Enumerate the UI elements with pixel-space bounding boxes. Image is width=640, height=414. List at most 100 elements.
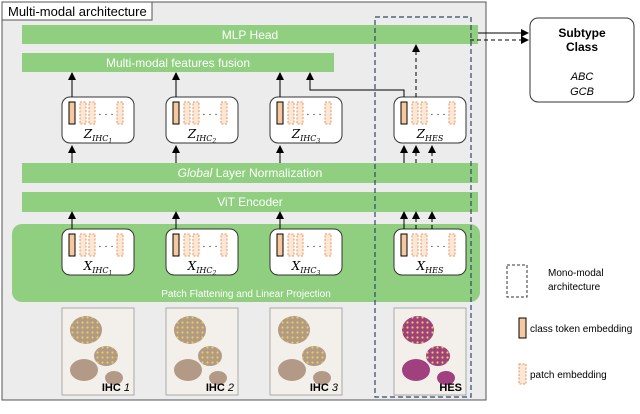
z-label-main: Z bbox=[291, 127, 301, 141]
legend-mono-line2: architecture bbox=[548, 282, 601, 293]
subtype-title-2: Class bbox=[566, 40, 598, 54]
image-label-italic: 3 bbox=[332, 382, 339, 394]
tissue-blob bbox=[278, 359, 306, 381]
patch-token bbox=[324, 101, 332, 125]
x-label-main: X bbox=[187, 259, 197, 273]
z-label-subsub: 2 bbox=[211, 138, 216, 145]
class-token bbox=[276, 233, 284, 257]
x-node-label: XHES bbox=[416, 259, 444, 275]
patch-grid-overlay bbox=[198, 346, 222, 366]
patch-grid-overlay bbox=[94, 346, 118, 366]
z-label-subsub: 1 bbox=[108, 138, 112, 145]
legend-class-token-swatch bbox=[518, 317, 527, 339]
image-label-italic: 2 bbox=[227, 382, 234, 394]
tissue-blob bbox=[174, 359, 202, 381]
class-token bbox=[400, 233, 408, 257]
patch-token bbox=[220, 233, 228, 257]
x-label-subsub: 2 bbox=[211, 270, 216, 277]
class-token bbox=[68, 101, 76, 125]
x-label-sub: IHC bbox=[195, 266, 212, 275]
class-gcb: GCB bbox=[570, 86, 594, 98]
patch-token bbox=[287, 101, 295, 125]
x-layer: · · ·XIHC1· · ·XIHC2· · ·XIHC3· · ·XHES bbox=[61, 228, 467, 277]
mono-modal-region bbox=[374, 16, 472, 398]
tissue-blob bbox=[70, 359, 98, 381]
tissue-blob bbox=[105, 371, 123, 385]
patch-token bbox=[411, 233, 419, 257]
x-node-label: XIHC1 bbox=[83, 259, 113, 277]
patch-token bbox=[183, 101, 191, 125]
class-token bbox=[68, 233, 76, 257]
patch-token bbox=[420, 233, 428, 257]
ellipsis: · · · bbox=[98, 241, 114, 252]
vit-label: ViT Encoder bbox=[217, 195, 283, 209]
z-node-label: ZIHC2 bbox=[187, 127, 217, 145]
x-label-sub: HES bbox=[424, 266, 444, 275]
norm-label-italic: Global bbox=[178, 166, 213, 180]
tissue-image: IHC 2 bbox=[165, 307, 239, 396]
norm-bar bbox=[22, 163, 478, 183]
z-label-sub: HES bbox=[424, 134, 444, 143]
patch-grid-overlay bbox=[174, 316, 206, 344]
image-label: IHC 1 bbox=[102, 382, 130, 394]
patch-token bbox=[411, 101, 419, 125]
ellipsis: · · · bbox=[430, 109, 446, 120]
ellipsis: · · · bbox=[98, 109, 114, 120]
fusion-label: Multi-modal features fusion bbox=[106, 56, 250, 70]
legend-class-token-label: class token embedding bbox=[530, 324, 632, 335]
patch-token bbox=[420, 101, 428, 125]
subtype-class-box bbox=[529, 17, 635, 103]
legend-mono-line1: Mono-modal bbox=[548, 268, 604, 279]
patch-token bbox=[192, 233, 200, 257]
patch-grid-overlay bbox=[302, 346, 326, 366]
image-label-bold: HES bbox=[439, 382, 462, 394]
patch-token bbox=[448, 101, 456, 125]
z-label-subsub: 3 bbox=[316, 138, 320, 145]
patch-label: Patch Flattening and Linear Projection bbox=[161, 289, 331, 300]
patch-grid-overlay bbox=[426, 346, 450, 366]
x-node-label: XIHC3 bbox=[291, 259, 321, 277]
patch-token bbox=[116, 101, 124, 125]
vit-bar bbox=[22, 192, 478, 212]
patch-token bbox=[116, 233, 124, 257]
legend-patch-label: patch embedding bbox=[530, 370, 607, 381]
z-label-main: Z bbox=[83, 127, 93, 141]
mlp-head-bar bbox=[22, 25, 478, 44]
x-label-main: X bbox=[416, 259, 426, 273]
ellipsis: · · · bbox=[430, 241, 446, 252]
tissue-blob bbox=[402, 359, 430, 381]
class-token bbox=[276, 101, 284, 125]
z-label-sub: IHC bbox=[299, 134, 316, 143]
x-label-main: X bbox=[83, 259, 93, 273]
ellipsis: · · · bbox=[306, 241, 322, 252]
x-node-label: XIHC2 bbox=[187, 259, 217, 277]
z-label-sub: IHC bbox=[195, 134, 212, 143]
z-node-label: ZIHC1 bbox=[83, 127, 112, 145]
tissue-image: HES bbox=[393, 307, 467, 396]
patch-token bbox=[296, 101, 304, 125]
z-node-label: ZIHC3 bbox=[291, 127, 321, 145]
legend-patch-swatch bbox=[518, 363, 527, 385]
ellipsis: · · · bbox=[202, 109, 218, 120]
patch-token bbox=[88, 101, 96, 125]
patch-token bbox=[88, 233, 96, 257]
image-label-bold: IHC bbox=[102, 382, 124, 394]
patch-grid-overlay bbox=[70, 316, 102, 344]
norm-label: Global Layer Normalization bbox=[178, 166, 323, 180]
image-label-bold: IHC bbox=[310, 382, 332, 394]
image-label: IHC 2 bbox=[206, 382, 234, 394]
image-label: IHC 3 bbox=[310, 382, 339, 394]
tissue-blob bbox=[437, 371, 455, 385]
patch-token bbox=[296, 233, 304, 257]
image-label: HES bbox=[439, 382, 462, 394]
frame-title-box bbox=[1, 1, 153, 21]
z-label-main: Z bbox=[187, 127, 197, 141]
norm-label-rest: Layer Normalization bbox=[212, 166, 322, 180]
class-token bbox=[172, 233, 180, 257]
image-label-italic: 1 bbox=[124, 382, 130, 394]
patch-token bbox=[192, 101, 200, 125]
subtype-title-1: Subtype bbox=[558, 26, 606, 40]
patch-token bbox=[287, 233, 295, 257]
patch-token bbox=[220, 101, 228, 125]
